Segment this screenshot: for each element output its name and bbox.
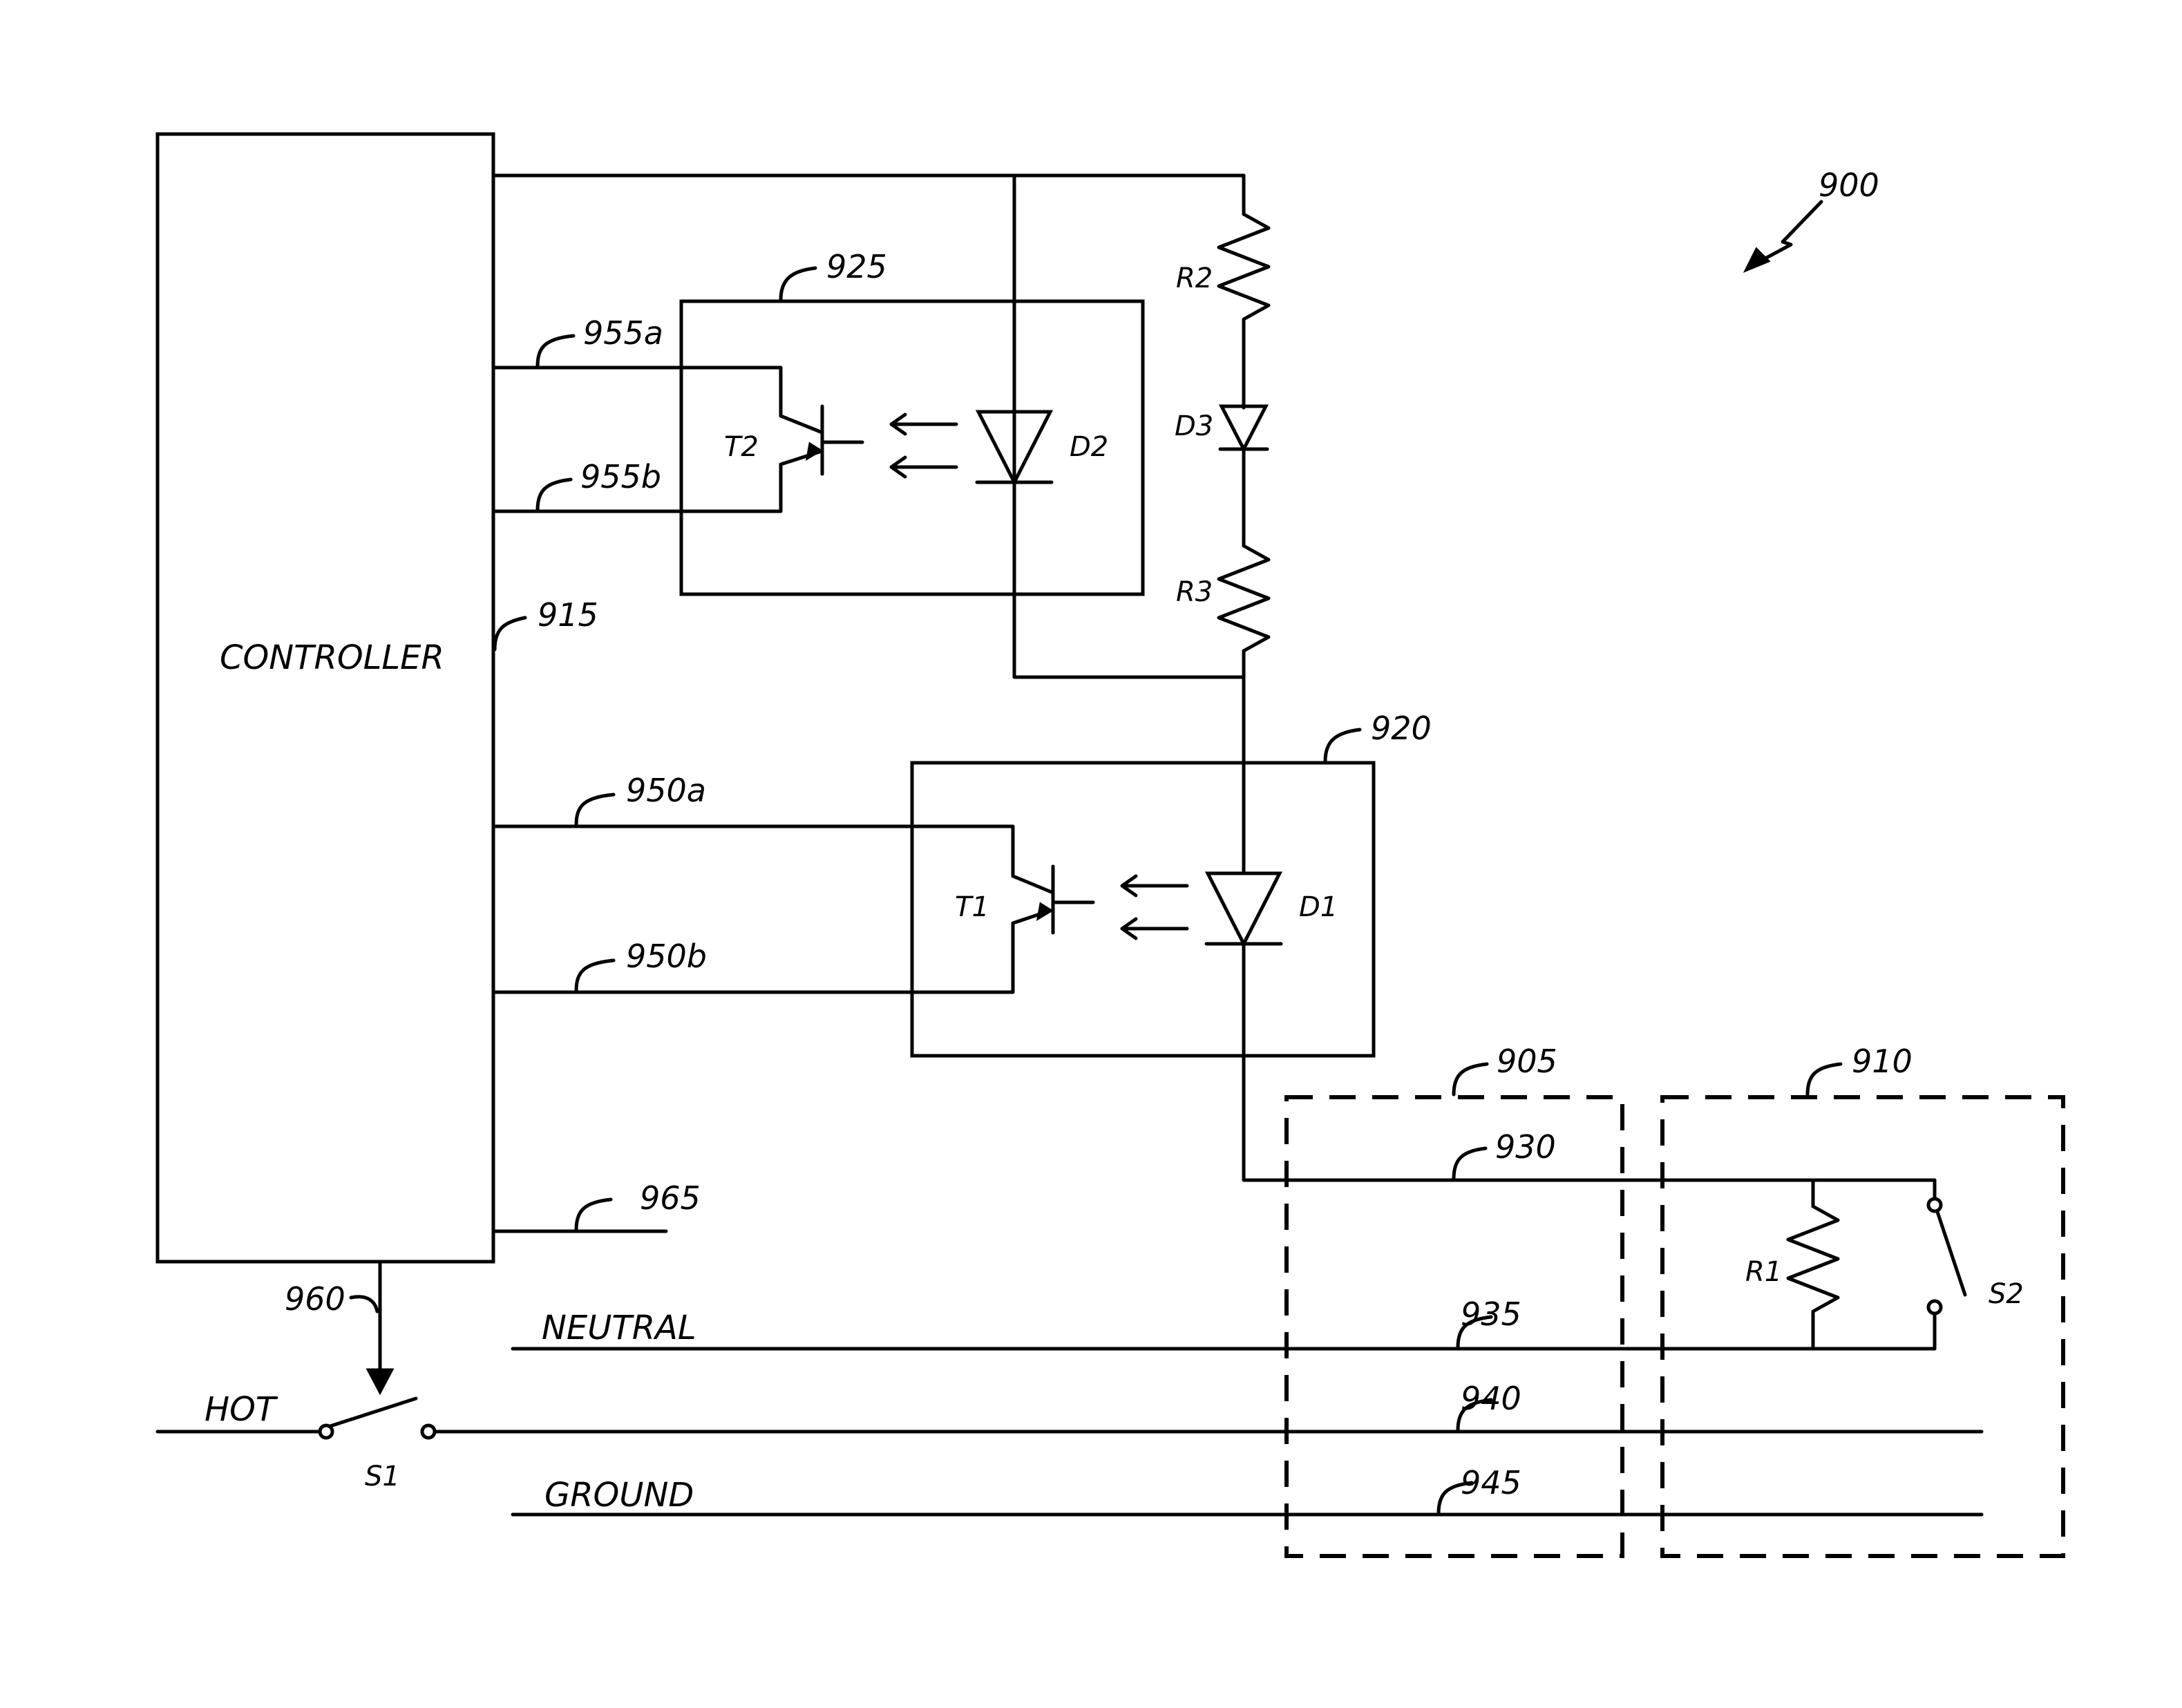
figure-reference: 900 (1745, 167, 1879, 271)
device-910-leader (1808, 1064, 1841, 1094)
r2-label: R2 (1176, 263, 1213, 294)
optocoupler-920: 920 950a 950b T1 D1 (495, 710, 1432, 1175)
neutral-ref: 935 (1461, 1296, 1521, 1333)
figure-ref-label: 900 (1819, 167, 1879, 204)
optocoupler-925-ref: 925 (826, 248, 887, 285)
line-950b-ref: 950b (626, 938, 707, 975)
light-arrow-upper-icon (1122, 876, 1187, 895)
switch-s2: S2 (1928, 1180, 2024, 1349)
relay-960-ref: 960 (285, 1280, 345, 1318)
t2-label: T2 (724, 431, 759, 463)
s1-blade (330, 1398, 416, 1426)
controller-label: CONTROLLER (220, 638, 444, 677)
hot-ref: 940 (1461, 1380, 1521, 1417)
line-950a (495, 826, 1053, 893)
r1-label: R1 (1745, 1256, 1782, 1288)
t1-label: T1 (955, 891, 989, 923)
diode-d3: D3 (1175, 406, 1267, 546)
resistor-r3: R3 (1176, 546, 1269, 872)
line-955a-leader (538, 336, 573, 366)
diode-d1: D1 (1206, 872, 1338, 1175)
line-955b-leader (538, 480, 571, 510)
relay-control-960: 960 (285, 1263, 392, 1393)
device-905: 905 (1287, 1043, 1622, 1556)
optocoupler-920-ref: 920 (1371, 710, 1432, 747)
power-lines: NEUTRAL 935 HOT S1 940 GROUND 945 930 (158, 1128, 1982, 1515)
device-910-box (1662, 1097, 2063, 1556)
controller-ref: 915 (538, 596, 598, 634)
optocoupler-920-leader (1325, 730, 1360, 761)
s1-contact-right (422, 1425, 435, 1438)
ground-ref: 945 (1461, 1464, 1521, 1501)
line-950b-leader (576, 960, 614, 991)
transistor-t1: T1 (955, 866, 1093, 933)
controller-ref-leader (495, 618, 525, 649)
resistor-r2: R2 (1176, 214, 1269, 408)
diode-d2: D2 (977, 412, 1108, 482)
d3-label: D3 (1175, 410, 1213, 442)
r3-label: R3 (1176, 576, 1213, 608)
optocoupler-925-leader (781, 268, 815, 300)
d2-label: D2 (1070, 431, 1108, 463)
s1-label: S1 (365, 1461, 400, 1492)
controller-output-965: 965 (495, 1179, 701, 1231)
light-arrow-lower-icon (891, 457, 956, 477)
optocoupler-925: 925 955a 955b T2 D2 (495, 248, 1143, 594)
line-955b-ref: 955b (580, 458, 661, 495)
neutral-label: NEUTRAL (542, 1309, 696, 1347)
device-905-leader (1454, 1064, 1487, 1094)
hot-label: HOT (205, 1390, 278, 1429)
controller: CONTROLLER 915 (158, 134, 598, 1262)
transistor-t2: T2 (724, 406, 862, 474)
ground-label: GROUND (544, 1476, 694, 1515)
device-910: 910 R1 S2 (1662, 1043, 2063, 1556)
line-955a-ref: 955a (583, 314, 663, 352)
light-arrow-lower-icon (1122, 919, 1187, 938)
light-arrow-upper-icon (891, 415, 956, 434)
line-955a (495, 368, 822, 433)
sense-ref: 930 (1495, 1128, 1556, 1166)
d1-label: D1 (1299, 891, 1338, 923)
line-950a-leader (576, 795, 614, 825)
sense-line (1244, 1175, 1935, 1180)
line-950a-ref: 950a (626, 772, 706, 809)
output-965-ref: 965 (640, 1179, 701, 1217)
resistor-r1: R1 (1745, 1180, 1838, 1349)
sense-leader (1454, 1148, 1486, 1179)
controller-box (158, 134, 493, 1262)
device-905-ref: 905 (1497, 1043, 1557, 1080)
s2-label: S2 (1989, 1278, 2024, 1310)
device-910-ref: 910 (1852, 1043, 1913, 1080)
